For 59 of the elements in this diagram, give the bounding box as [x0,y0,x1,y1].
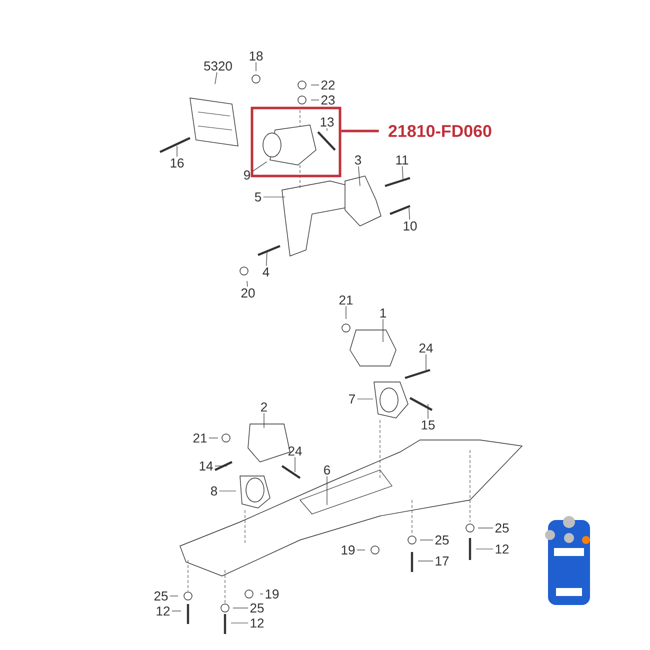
callout-number: 2 [261,402,267,412]
callout-number: 11 [396,156,408,164]
callout-number: 8 [210,486,218,496]
callout-number: 15 [422,420,435,430]
callout-number: 14 [200,462,213,470]
callout-number: 1 [380,308,386,318]
leader-line [408,208,410,220]
callout-number: 3 [354,155,362,165]
bolt-drawing [317,131,336,151]
leader-line [357,398,374,400]
connector-line [326,128,328,132]
leader-line [219,490,236,492]
callout-number: 25 [435,535,449,545]
leader-line [230,622,248,624]
leader-line [266,252,268,266]
callout-number: 22 [321,80,335,90]
connector-line [252,162,268,172]
leader-line [214,72,218,84]
leader-line [176,146,178,157]
callout-number: 5320 [204,61,232,71]
callout-number: 7 [349,394,355,404]
leader-line [418,560,434,562]
leader-line [263,196,286,198]
engine-mount-drawing [262,124,316,166]
leader-line [476,548,494,550]
callout-number: 25 [154,591,168,601]
part-number: 21810-FD060 [388,124,492,138]
leader-line [358,166,360,186]
callout-number: 9 [244,170,250,180]
callout-number: 21 [339,295,353,305]
callout-number: 20 [241,288,255,298]
callout-number: 5 [254,192,262,202]
callout-number: 21 [193,433,207,443]
callout-number: 13 [320,117,334,127]
callout-number: 16 [170,158,184,168]
callout-number: 24 [419,343,433,353]
callout-number: 19 [266,589,279,599]
callout-number: 23 [321,95,335,105]
callout-number: 25 [250,603,264,613]
leader-line [382,318,384,342]
callout-number: 17 [436,556,449,566]
leader-line [246,280,248,287]
callout-number: 24 [288,446,302,456]
callout-number: 4 [262,268,270,276]
callout-number: 12 [496,544,509,554]
callout-number: 18 [250,51,263,61]
leader-line [326,476,328,506]
leader-line [294,456,296,472]
callout-number: 12 [156,606,170,616]
leader-line [172,610,182,612]
callout-number: 12 [250,618,264,628]
callout-number: 6 [324,465,330,475]
highlight-frame [250,106,342,178]
leader-line [402,166,404,180]
callout-number: 10 [404,221,417,231]
callout-number: 19 [342,545,355,555]
connector-line [341,130,379,132]
callout-number: 25 [495,523,509,533]
leader-line [310,84,320,86]
